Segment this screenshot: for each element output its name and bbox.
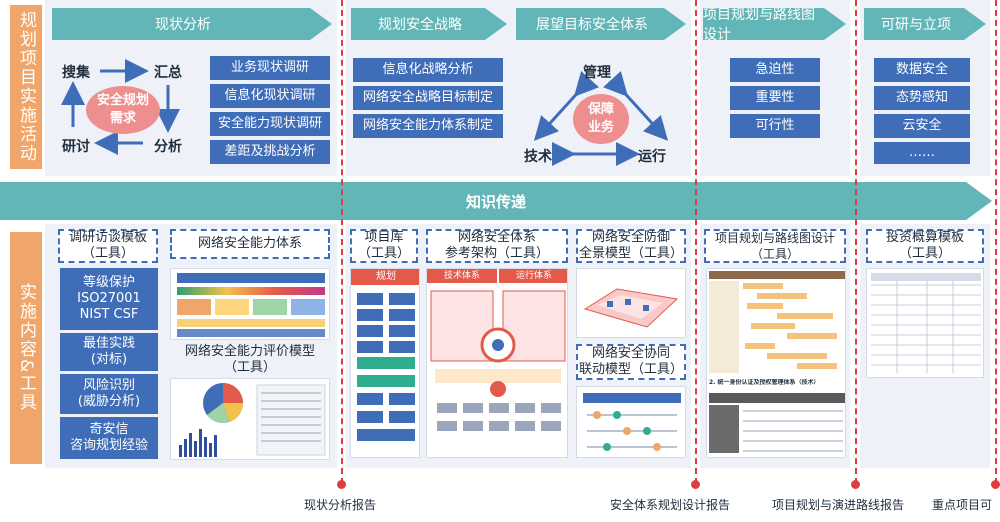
- tool-defense-model: 网络安全防御 全景模型（工具）: [576, 229, 686, 263]
- cycle-word-analyze: 分析: [154, 139, 182, 155]
- tool-project-lib: 项目库 （工具）: [350, 229, 418, 263]
- invest-table-thumbnail: [866, 268, 984, 378]
- project-lib-thumbnail: 规划: [350, 268, 420, 458]
- tool-capability-system: 网络安全能力体系: [170, 229, 330, 259]
- phase-strategy-arrow: 规划安全战略: [351, 8, 507, 40]
- roadmap-detail-sketch: [709, 393, 845, 453]
- knowledge-band: 知识传递: [0, 182, 992, 220]
- tool-ref-arch: 网络安全体系 参考架构（工具）: [426, 229, 568, 263]
- project-item-data: 数据安全: [874, 58, 970, 82]
- milestone-line-2: [695, 0, 697, 484]
- project-item-situation: 态势感知: [874, 86, 970, 110]
- defense-model-sketch: [583, 288, 679, 328]
- status-item-business: 业务现状调研: [210, 56, 330, 80]
- roadmap-item-urgency: 急迫性: [730, 58, 820, 82]
- cycle-word-operation: 运行: [638, 149, 666, 165]
- cycle-word-discuss: 研讨: [62, 139, 90, 155]
- tool-risk: 风险识别 (威胁分析): [60, 374, 158, 414]
- milestone-line-4: [995, 0, 997, 484]
- project-item-cloud: 云安全: [874, 114, 970, 138]
- knowledge-band-label: 知识传递: [465, 192, 526, 211]
- strategy-item-it: 信息化战略分析: [353, 58, 503, 82]
- milestone-dot-4: [991, 480, 1000, 489]
- phase-status-arrow: 现状分析: [52, 8, 332, 40]
- milestone-dot-2: [691, 480, 700, 489]
- ref-arch-tech-header: 技术体系: [427, 269, 497, 283]
- roadmap-section-title: 2. 统一身份认证及授权管理体系（技术）: [709, 379, 820, 386]
- tool-qianxin: 奇安信 咨询规划经验: [60, 417, 158, 459]
- cycle-word-tech: 技术: [524, 149, 552, 165]
- milestone-roadmap-report: 项目规划与演进路线报告: [772, 498, 905, 512]
- cycle-word-summary: 汇总: [154, 65, 182, 81]
- ref-arch-thumbnail: 技术体系 运行体系: [426, 268, 568, 458]
- ref-arch-ops-header: 运行体系: [499, 269, 567, 283]
- roadmap-table-thumbnail: 2. 统一身份认证及授权管理体系（技术）: [706, 268, 846, 458]
- cycle-word-collect: 搜集: [62, 65, 90, 81]
- phase-roadmap-title: 项目规划与路线图设计: [703, 7, 815, 43]
- strategy-item-capability: 网络安全能力体系制定: [353, 114, 503, 138]
- left-cycle-center: 安全规划 需求: [86, 86, 160, 134]
- milestone-line-1: [341, 0, 343, 484]
- phase-project-title: 可研与立项: [881, 17, 951, 33]
- status-item-it: 信息化现状调研: [210, 84, 330, 108]
- roadmap-item-feasibility: 可行性: [730, 114, 820, 138]
- status-item-security: 安全能力现状调研: [210, 112, 330, 136]
- milestone-dot-1: [337, 480, 346, 489]
- pie-and-bar-sketch: [179, 383, 326, 457]
- right-cycle-center: 保障 业务: [573, 94, 629, 144]
- phase-target-arrow: 展望目标安全体系: [516, 8, 686, 40]
- phase-project-arrow: 可研与立项: [864, 8, 986, 40]
- tool-invest-template: 投资概算模板 （工具）: [866, 229, 984, 263]
- roadmap-item-importance: 重要性: [730, 86, 820, 110]
- milestone-status-report: 现状分析报告: [304, 498, 377, 512]
- project-lib-header: 规划: [351, 269, 419, 285]
- roadmap-table-sketch: [709, 271, 845, 373]
- evaluation-charts-thumbnail: [170, 378, 330, 460]
- left-cycle-arrows: [61, 59, 180, 155]
- cycle-word-management: 管理: [583, 65, 611, 81]
- phase-status-title: 现状分析: [155, 17, 211, 33]
- milestone-project-report: 重点项目可: [932, 498, 993, 512]
- tool-standards: 等级保护 ISO27001 NIST CSF: [60, 268, 158, 330]
- invest-table-sketch: [871, 273, 981, 373]
- strategy-item-goal: 网络安全战略目标制定: [353, 86, 503, 110]
- capability-system-thumbnail: [170, 268, 330, 340]
- milestone-design-report: 安全体系规划设计报告: [610, 498, 731, 512]
- defense-model-thumbnail: [576, 268, 686, 338]
- collab-model-sketch: [583, 393, 681, 451]
- milestone-dot-3: [851, 480, 860, 489]
- tool-collab-model: 网络安全协同 联动模型（工具）: [576, 344, 686, 380]
- tool-best-practice: 最佳实践 (对标): [60, 333, 158, 371]
- right-cycle-arrows: [533, 71, 669, 166]
- collab-model-thumbnail: [576, 386, 686, 458]
- tool-roadmap: 项目规划与路线图设计 （工具）: [704, 229, 846, 263]
- project-item-more: ……: [874, 142, 970, 164]
- status-item-gap: 差距及挑战分析: [210, 140, 330, 164]
- ref-arch-sketch: [430, 290, 566, 431]
- tool-capability-eval: 网络安全能力评价模型 （工具）: [184, 344, 315, 375]
- phase-strategy-title: 规划安全战略: [378, 17, 462, 33]
- milestone-line-3: [855, 0, 857, 484]
- bottom-side-label: 实施内容&工具: [10, 232, 42, 464]
- phase-roadmap-arrow: 项目规划与路线图设计: [703, 8, 846, 40]
- top-side-label: 规划项目实施活动: [10, 5, 42, 169]
- phase-target-title: 展望目标安全体系: [536, 17, 648, 33]
- tool-survey-template: 调研访谈模板 （工具）: [58, 229, 158, 263]
